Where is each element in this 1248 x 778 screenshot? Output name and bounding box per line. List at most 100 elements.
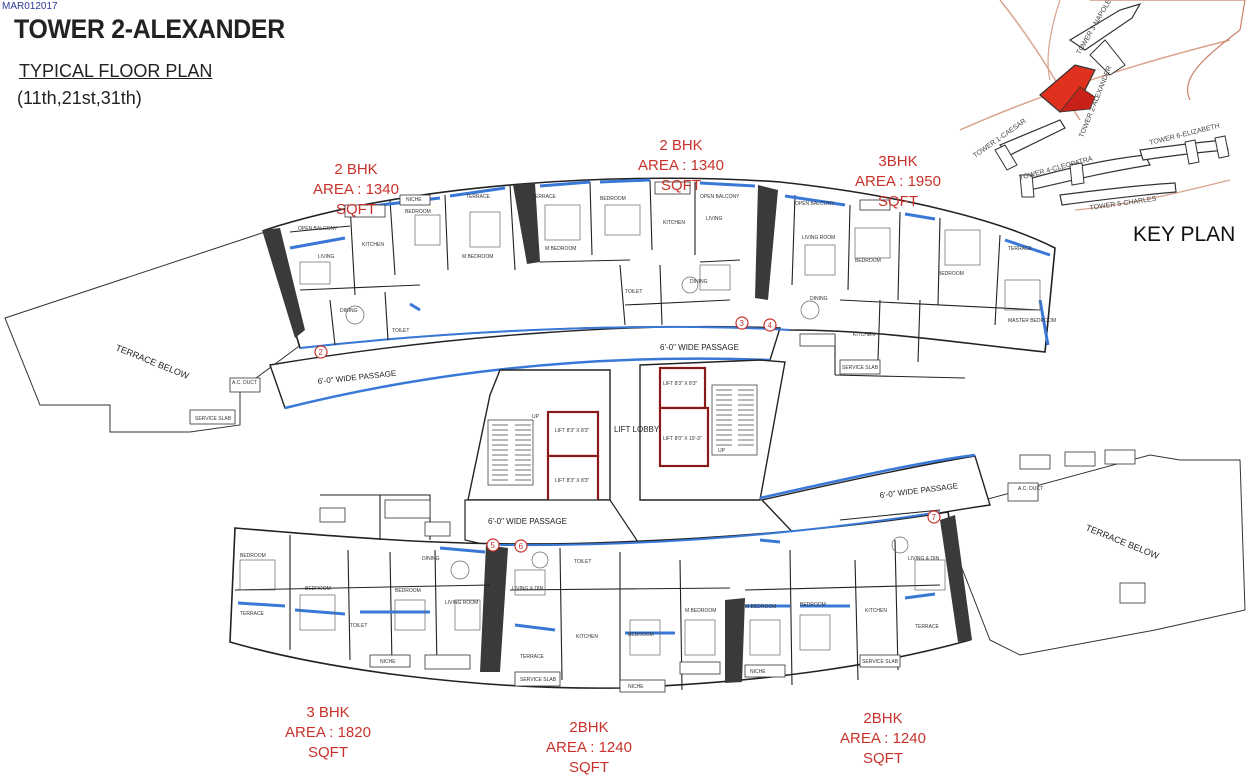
- room-terrace-3: TERRACE: [1008, 246, 1033, 252]
- floor-plan-subtitle: TYPICAL FLOOR PLAN: [19, 61, 213, 81]
- floor-numbers: (11th,21st,31th): [17, 88, 142, 108]
- unit-label-bottom-left: 3 BHK AREA : 1820 SQFT: [266, 703, 390, 763]
- room-terrace-2: TERRACE: [532, 194, 557, 200]
- key-plan-tower-4: [1024, 154, 1151, 191]
- room-bedroom-2: BEDROOM: [600, 196, 626, 202]
- stair-up-1: UP: [532, 414, 540, 420]
- unit-type: 2BHK: [863, 710, 903, 727]
- niche-label-3: NICHE: [380, 659, 396, 665]
- room-living-1: LIVING: [318, 254, 335, 260]
- stair-up-2: UP: [718, 448, 726, 454]
- room-terrace-5: TERRACE: [520, 654, 545, 660]
- room-kitchen-6: KITCHEN: [865, 608, 887, 614]
- door-number-3: 3: [740, 319, 745, 328]
- unit-label-bottom-middle: 2BHK AREA : 1240 SQFT: [527, 718, 651, 778]
- unit-label-top-right: 3BHK AREA : 1950 SQFT: [836, 152, 960, 212]
- door-numbers: 2 3 4 5 6 7: [314, 316, 941, 553]
- room-toilet-2: TOILET: [625, 289, 642, 295]
- lift-4-label: LIFT 8'0" X 10'-3": [663, 436, 702, 442]
- room-mbedroom-1: M BEDROOM: [462, 254, 493, 260]
- passage-label-lower-left: 6'-0" WIDE PASSAGE: [488, 517, 567, 526]
- room-living-room-3: LIVING ROOM: [802, 235, 835, 241]
- niche-label-1: NICHE: [406, 197, 422, 203]
- room-dining-4: DINING: [422, 556, 440, 562]
- door-number-7: 7: [932, 513, 937, 522]
- passage-label-upper-right: 6'-0" WIDE PASSAGE: [660, 343, 739, 352]
- unit-label-top-middle: 2 BHK AREA : 1340 SQFT: [619, 136, 743, 196]
- room-terrace-4: TERRACE: [240, 611, 265, 617]
- room-master-bedroom-3: MASTER BEDROOM: [1008, 318, 1056, 324]
- room-living-room-4: LIVING ROOM: [445, 600, 478, 606]
- lift-1-label: LIFT 8'3" X 8'3": [555, 428, 589, 434]
- key-plan-map: TOWER 3-NAPOLEON TOWER 1-CAESAR TOWER 2-…: [959, 0, 1246, 212]
- room-bedroom-4: BEDROOM: [240, 553, 266, 559]
- unit-type: 3BHK: [878, 153, 918, 170]
- service-slab-label-2: SERVICE SLAB: [842, 365, 879, 371]
- door-number-5: 5: [491, 541, 496, 550]
- door-number-4: 4: [768, 321, 773, 330]
- room-terrace-6: TERRACE: [915, 624, 940, 630]
- room-bedroom-6: BEDROOM: [800, 602, 826, 608]
- unit-area: AREA : 1820 SQFT: [285, 724, 371, 761]
- room-mbedroom-2: M BEDROOM: [545, 246, 576, 252]
- room-labels: OPEN BALCONY LIVING KITCHEN BEDROOM M BE…: [195, 194, 1056, 690]
- unit-label-bottom-right: 2BHK AREA : 1240 SQFT: [821, 709, 945, 769]
- room-living-din-6: LIVING & DIN: [908, 556, 940, 562]
- lift-3: [658, 366, 707, 410]
- lift-4: [658, 406, 710, 468]
- service-slab-label-1: SERVICE SLAB: [195, 416, 232, 422]
- terrace-below-left: [4, 231, 311, 433]
- lift-2-label: LIFT 8'3" X 8'3": [555, 478, 589, 484]
- niche-label-4: NICHE: [750, 669, 766, 675]
- room-bedroom-4b: BEDROOM: [305, 586, 331, 592]
- ac-duct-label: A.C. DUCT: [1018, 486, 1043, 492]
- room-dining-1: DINING: [340, 308, 358, 314]
- lift-2: [546, 454, 600, 506]
- unit-type: 2 BHK: [659, 137, 703, 154]
- door-number-6: 6: [519, 542, 524, 551]
- unit-type: 2 BHK: [334, 161, 378, 178]
- room-bedroom-3b: BEDROOM: [938, 271, 964, 277]
- key-plan-tower-1: [998, 119, 1066, 156]
- room-bedroom-4c: BEDROOM: [395, 588, 421, 594]
- unit-area: AREA : 1240 SQFT: [840, 730, 926, 767]
- room-kitchen-1: KITCHEN: [362, 242, 384, 248]
- unit-type: 3 BHK: [306, 704, 350, 721]
- unit-area: AREA : 1240 SQFT: [546, 739, 632, 776]
- page-title: TOWER 2-ALEXANDER: [14, 14, 285, 44]
- door-number-2: 2: [319, 348, 324, 357]
- room-toilet-1: TOILET: [392, 328, 409, 334]
- niche-label-2: NICHE: [628, 684, 644, 690]
- ac-duct-label-2: A.C. DUCT: [232, 380, 257, 386]
- room-kitchen-2: KITCHEN: [663, 220, 685, 226]
- room-mbedroom-5: M BEDROOM: [685, 608, 716, 614]
- room-bedroom-3: BEDROOM: [855, 258, 881, 264]
- room-bedroom-1: BEDROOM: [405, 209, 431, 215]
- room-dining-3: DINING: [810, 296, 828, 302]
- room-kitchen-5: KITCHEN: [576, 634, 598, 640]
- key-plan-tower-2-highlight: [1039, 64, 1096, 113]
- room-terrace-1: TERRACE: [466, 194, 491, 200]
- lift-3-label: LIFT 8'3" X 8'3": [663, 381, 697, 387]
- lift-1: [546, 410, 600, 458]
- room-open-balcony-1: OPEN BALCONY: [298, 226, 338, 232]
- room-toilet-4: TOILET: [350, 623, 367, 629]
- key-plan-tower-5: [1059, 182, 1177, 206]
- room-kitchen-3: KITCHEN: [853, 332, 875, 338]
- unit-label-top-left: 2 BHK AREA : 1340 SQFT: [294, 160, 418, 220]
- lift-lobby-label: LIFT LOBBY: [614, 425, 660, 434]
- service-slab-label-3: SERVICE SLAB: [520, 677, 557, 683]
- service-slab-label-4: SERVICE SLAB: [862, 659, 899, 665]
- drawing-code: MAR012017: [2, 1, 58, 12]
- room-open-balcony-3: OPEN BALCONY: [795, 201, 835, 207]
- upper-wing: TERRACE BELOW: [4, 177, 1056, 433]
- room-living-2: LIVING: [706, 216, 723, 222]
- key-plan-tower-3: [1068, 2, 1142, 51]
- unit-area: AREA : 1340 SQFT: [313, 181, 399, 218]
- room-open-balcony-2: OPEN BALCONY: [700, 194, 740, 200]
- terrace-below-right: [939, 454, 1246, 656]
- unit-area: AREA : 1950 SQFT: [855, 173, 941, 210]
- core: LIFT 8'3" X 8'3" LIFT 8'3" X 8'3" LIFT 8…: [467, 359, 786, 506]
- room-dining-2: DINING: [690, 279, 708, 285]
